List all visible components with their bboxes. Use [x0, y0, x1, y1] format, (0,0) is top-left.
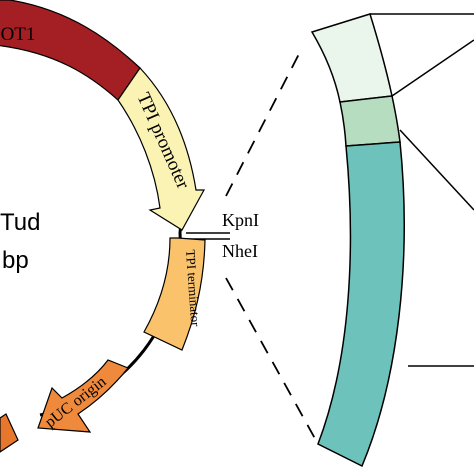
tpi-terminator-segment [143, 237, 206, 351]
zoom-line-bottom [225, 277, 319, 445]
plasmid-name: Tud [0, 209, 40, 236]
pot1-segment [0, 0, 141, 101]
insert-segment-mint [339, 95, 401, 147]
insert-segment-light [310, 13, 393, 103]
tpi-promoter-arrow [117, 67, 206, 231]
right-line-mid [399, 129, 474, 211]
right-line-diag [391, 39, 474, 97]
pot1-label: POT1 [0, 24, 35, 45]
tpi-terminator-label: TPI terminator [183, 249, 203, 327]
insert-segment-teal [317, 141, 405, 468]
partial-orange-arrow [0, 413, 19, 453]
kpni-label: KpnI [222, 210, 259, 230]
puc-origin-arrow [37, 359, 129, 433]
nhei-label: NheI [222, 241, 258, 261]
plasmid-size: bp [2, 247, 29, 274]
zoom-line-top [225, 51, 301, 197]
